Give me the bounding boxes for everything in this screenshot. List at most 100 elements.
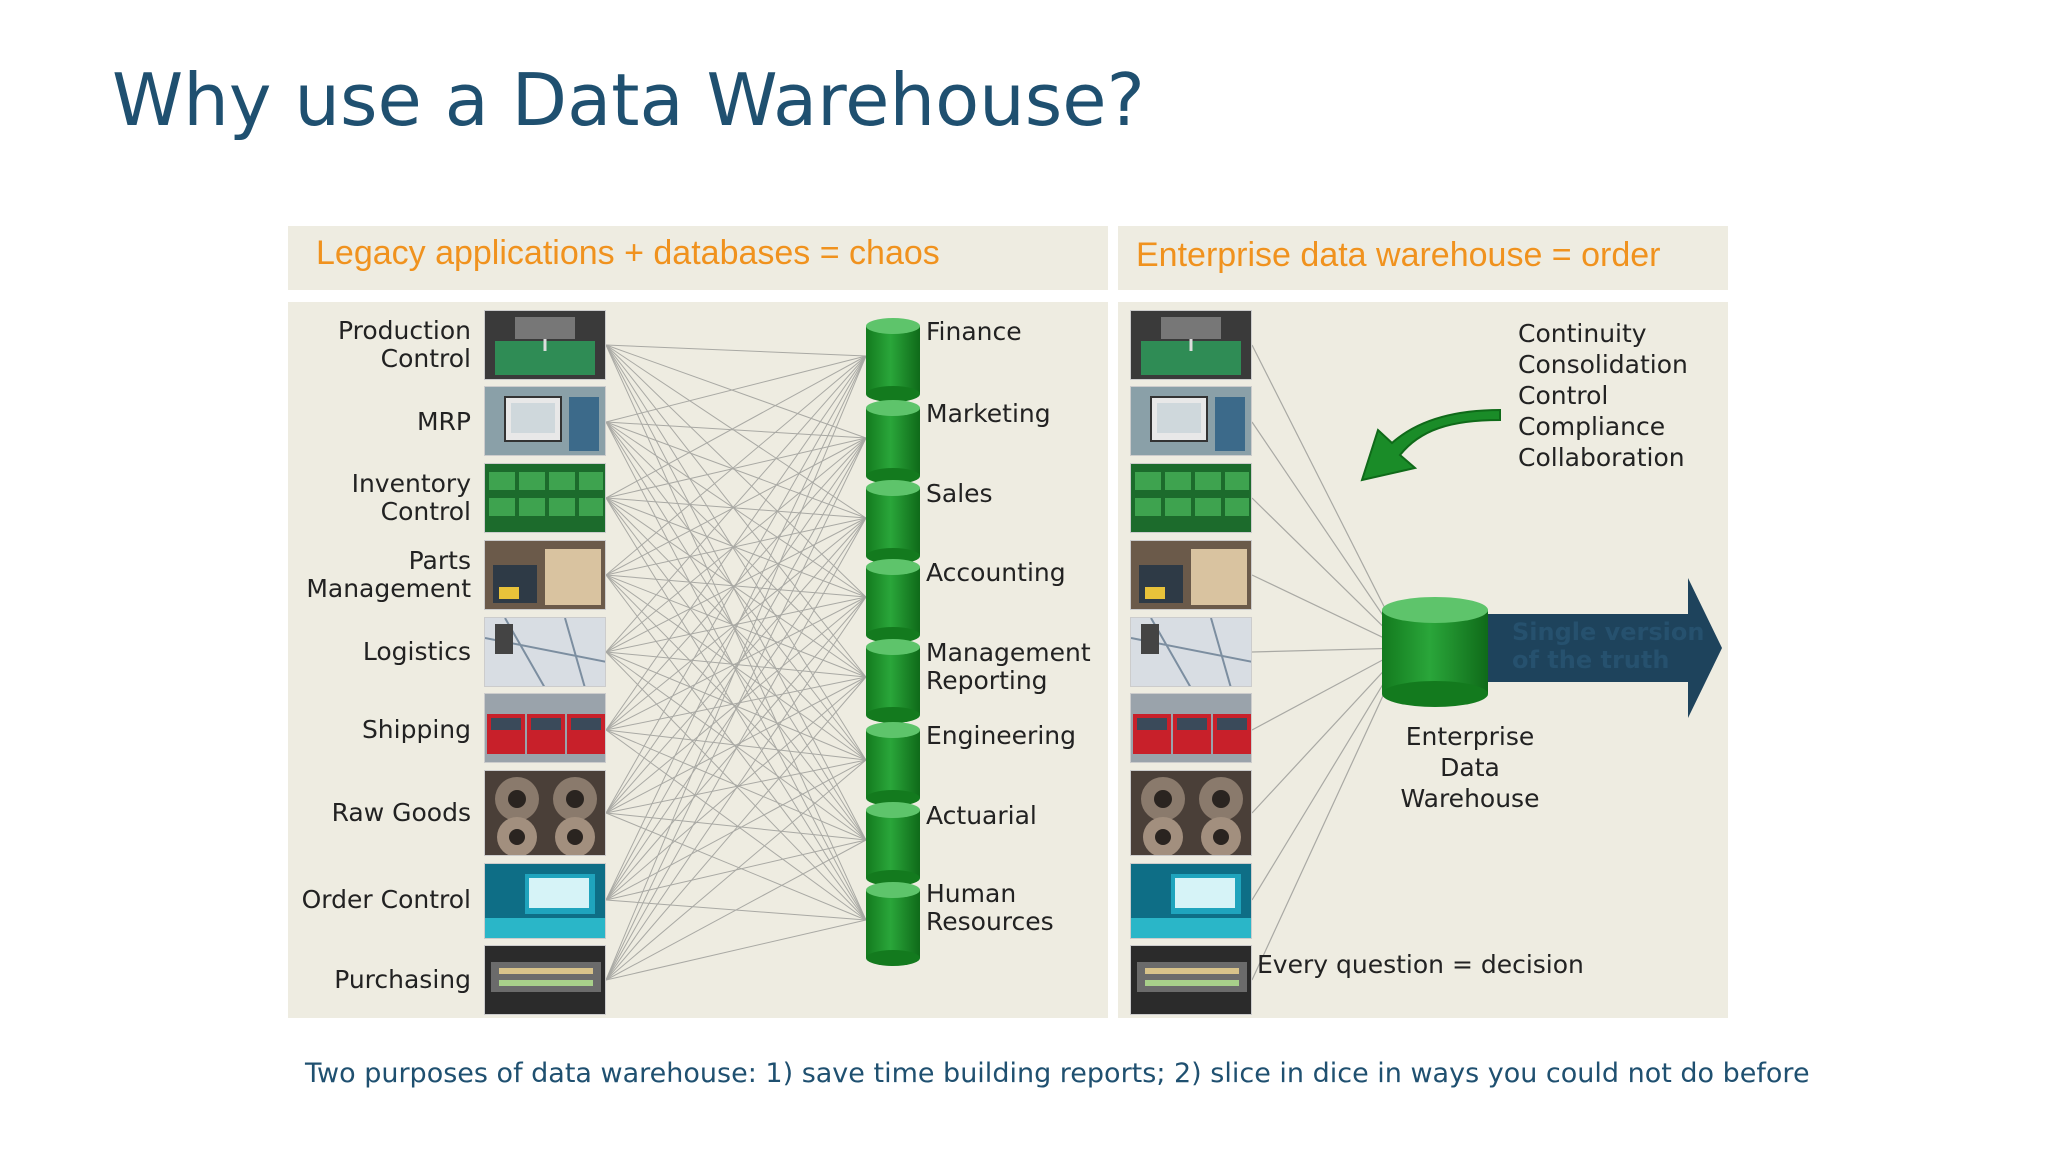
chaos-connection-line [605,344,867,357]
chaos-connection-line [605,517,867,814]
every-question-text: Every question = decision [1257,950,1584,979]
chaos-connection-line [605,729,867,921]
chaos-connection-line [605,517,867,981]
destination-cylinder-icon [866,802,920,886]
source-thumbnail-steel-coils [484,770,606,856]
destination-label: Finance [926,317,1022,346]
chaos-connection-line [605,437,867,653]
chaos-connection-line [605,729,867,841]
source-thumbnail-computer-monitor [1130,386,1252,456]
left-panel-header-text: Legacy applications + databases = chaos [316,234,940,272]
chaos-connection-line [605,759,867,814]
benefit-item: Control [1518,381,1609,410]
chaos-connection-line [605,676,867,814]
chaos-connection-line [605,355,867,901]
right-panel-header: Enterprise data warehouse = order [1118,226,1728,290]
benefit-item: Continuity [1518,319,1647,348]
chaos-connection-line [605,355,867,653]
destination-label: Sales [926,479,993,508]
source-thumbnail-pcb-machine [1130,310,1252,380]
chaos-connection-line [605,421,867,439]
page-title: Why use a Data Warehouse? [112,58,1145,142]
order-connection-line [1251,647,1406,814]
chaos-connection-line [605,437,867,499]
left-panel [288,302,1108,1018]
order-connection-line [1251,647,1406,901]
destination-cylinder-icon [866,400,920,484]
chaos-connection-line [605,355,867,499]
destination-cylinder-icon [866,318,920,402]
chaos-connection-line [605,355,867,981]
chaos-connection-line [605,651,867,761]
destination-label: Marketing [926,399,1051,428]
chaos-connection-line [605,421,867,678]
chaos-connection-line [605,596,867,814]
source-thumbnail-circuit-boards [1130,463,1252,533]
source-thumbnail-cash-register [1130,945,1252,1015]
destination-cylinder-icon [866,722,920,806]
chaos-connection-line [605,344,867,921]
source-label: Logistics [362,637,471,666]
destination-label: Accounting [926,558,1066,587]
order-connection-line [1251,574,1406,649]
chaos-connection-line [605,812,867,921]
chaos-connection-line [605,344,867,678]
chaos-connection-line [605,437,867,814]
source-thumbnail-map-planning [484,617,606,687]
source-thumbnail-warehouse-forklift [1130,540,1252,610]
source-thumbnail-phone-device [484,863,606,939]
destination-cylinder-icon [866,639,920,723]
order-connection-line [1251,344,1406,649]
source-thumbnail-red-trucks [484,693,606,763]
chaos-connection-line [605,421,867,921]
right-panel-header-text: Enterprise data warehouse = order [1136,236,1661,274]
chaos-connection-line [605,651,867,841]
destination-cylinder-icon [866,882,920,966]
chaos-connection-line [605,517,867,731]
footer-text: Two purposes of data warehouse: 1) save … [305,1058,1810,1089]
single-version-arrow-icon [1488,578,1722,718]
benefit-item: Collaboration [1518,443,1685,472]
chaos-connection-line [605,839,867,981]
single-version-label: Single version of the truth [1512,618,1705,674]
order-connection-line [1251,647,1406,981]
chaos-connection-line [605,355,867,423]
chaos-connection-line [605,676,867,981]
source-thumbnail-phone-device [1130,863,1252,939]
chaos-connection-line [605,596,867,731]
order-connection-line [1251,421,1406,649]
source-thumbnail-steel-coils [1130,770,1252,856]
benefit-item: Consolidation [1518,350,1688,379]
destination-label: Engineering [926,721,1076,750]
order-connection-line [1251,647,1406,731]
chaos-connection-line [605,344,867,841]
chaos-connection-line [605,574,867,598]
source-label: Order Control [301,885,471,914]
benefits-list: Continuity Consolidation Control Complia… [1518,318,1688,473]
chaos-connection-line [605,574,867,841]
source-thumbnail-computer-monitor [484,386,606,456]
chaos-connection-line [605,421,867,519]
chaos-connection-line [605,355,867,576]
source-thumbnail-red-trucks [1130,693,1252,763]
order-connection-line [1251,647,1406,653]
benefit-item: Compliance [1518,412,1666,441]
source-thumbnail-cash-register [484,945,606,1015]
chaos-connection-line [605,355,867,731]
chaos-connection-line [605,437,867,981]
chaos-connection-line [605,812,867,841]
chaos-connection-line [605,344,867,761]
chaos-connection-line [605,421,867,841]
chaos-connection-line [605,919,867,981]
source-label: Purchasing [334,965,471,994]
source-thumbnail-warehouse-forklift [484,540,606,610]
chaos-connection-line [605,574,867,921]
source-label: Shipping [361,715,471,744]
chaos-connection-line [605,344,867,598]
